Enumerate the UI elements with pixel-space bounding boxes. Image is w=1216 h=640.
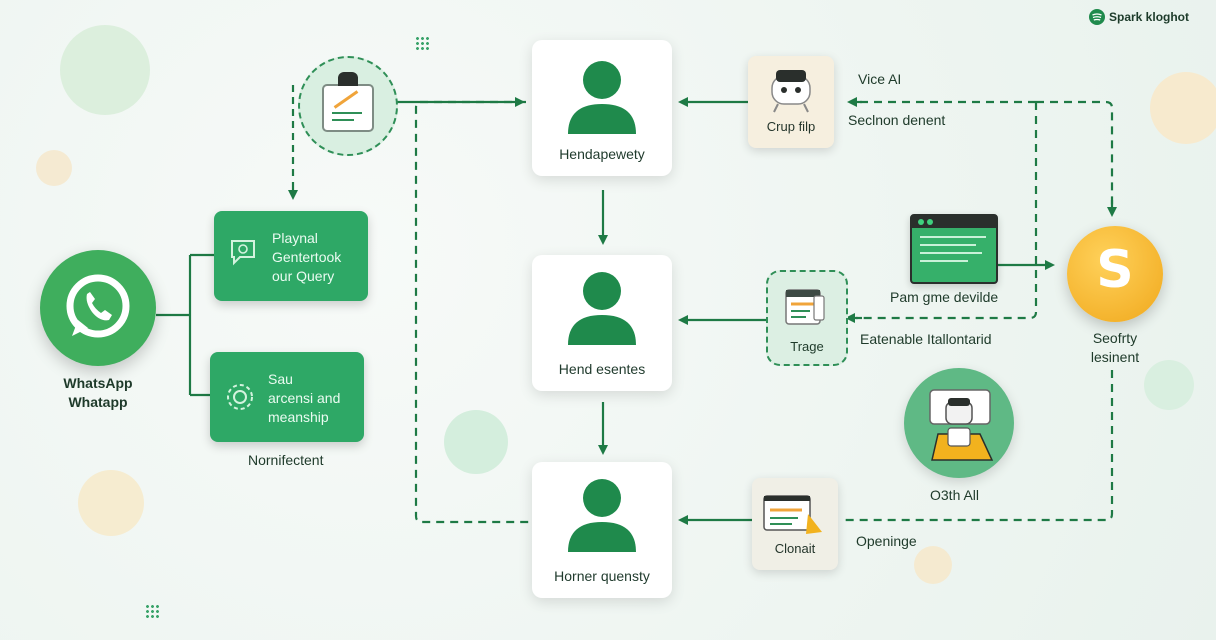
whatsapp-label-line1: WhatsApp bbox=[63, 375, 133, 391]
right-text-6: Openinge bbox=[856, 533, 917, 549]
whatsapp-label: WhatsApp Whatapp bbox=[40, 374, 156, 412]
robot-icon bbox=[771, 70, 811, 113]
brand-icon bbox=[1089, 9, 1105, 25]
hub-label-line2: lesinent bbox=[1090, 349, 1140, 365]
query-box-line1: Playnal bbox=[272, 230, 318, 246]
ai-device-node bbox=[904, 368, 1014, 478]
decor-blob bbox=[914, 546, 952, 584]
search-box-line1: Sau bbox=[268, 371, 293, 387]
tool-card-2-label: Trage bbox=[790, 339, 824, 354]
search-box: Sau arcensi and meanship bbox=[210, 352, 364, 442]
decor-blob bbox=[60, 25, 150, 115]
right-text-5: O3th All bbox=[930, 487, 980, 503]
browser-window-node bbox=[910, 214, 998, 284]
person-card-2: Hend esentes bbox=[532, 255, 672, 391]
right-text-3: Pam gme devilde bbox=[890, 289, 999, 305]
decor-blob bbox=[1144, 360, 1194, 410]
hub-label: Seofrty lesinent bbox=[1067, 329, 1163, 367]
message-icon bbox=[763, 495, 822, 534]
search-box-line3: meanship bbox=[268, 409, 329, 425]
left-caption: Nornifectent bbox=[248, 452, 324, 468]
hub-glyph: S bbox=[1096, 240, 1134, 300]
chat-bubble-icon bbox=[231, 240, 255, 266]
person-icon bbox=[568, 61, 636, 134]
brand-logo: Spark kloghot bbox=[1088, 8, 1189, 26]
person-icon bbox=[568, 479, 636, 552]
person-card-2-label: Hend esentes bbox=[558, 361, 646, 377]
tool-card-1: Crup filp bbox=[748, 56, 834, 148]
search-box-line2: arcensi and bbox=[268, 390, 341, 406]
decor-blob bbox=[444, 410, 508, 474]
right-text-2: Seclnon denent bbox=[848, 112, 946, 128]
decor-dots bbox=[145, 604, 161, 620]
tool-card-1-label: Crup filp bbox=[766, 119, 816, 134]
person-card-3-label: Horner quensty bbox=[554, 568, 650, 584]
person-card-1-label: Hendapewety bbox=[559, 146, 645, 162]
tool-card-3: Clonait bbox=[752, 478, 838, 570]
whatsapp-label-line2: Whatapp bbox=[68, 394, 128, 410]
tool-card-3-label: Clonait bbox=[774, 541, 816, 556]
right-text-1: Vice AI bbox=[858, 71, 902, 87]
person-card-3: Horner quensty bbox=[532, 462, 672, 598]
person-card-1: Hendapewety bbox=[532, 40, 672, 176]
decor-blob bbox=[78, 470, 144, 536]
query-box-line3: our Query bbox=[272, 268, 335, 284]
decor-blob bbox=[36, 150, 72, 186]
right-text-4: Eatenable Itallontarid bbox=[860, 331, 992, 347]
whatsapp-icon bbox=[66, 274, 130, 338]
query-box: Playnal Gentertook our Query bbox=[214, 211, 368, 301]
person-icon bbox=[568, 272, 636, 345]
form-edit-icon bbox=[322, 72, 374, 132]
tool-card-2: Trage bbox=[766, 270, 848, 366]
decor-blob bbox=[1150, 72, 1216, 144]
hub-label-line1: Seofrty bbox=[1092, 330, 1138, 346]
hub-node: S bbox=[1067, 226, 1163, 322]
gear-search-icon bbox=[227, 384, 253, 410]
document-icon bbox=[785, 289, 825, 325]
brand-name: Spark kloghot bbox=[1109, 10, 1190, 24]
decor-dots bbox=[415, 36, 431, 52]
ai-device-icon bbox=[929, 389, 994, 461]
whatsapp-node bbox=[40, 250, 156, 366]
query-box-line2: Gentertook bbox=[272, 249, 342, 265]
